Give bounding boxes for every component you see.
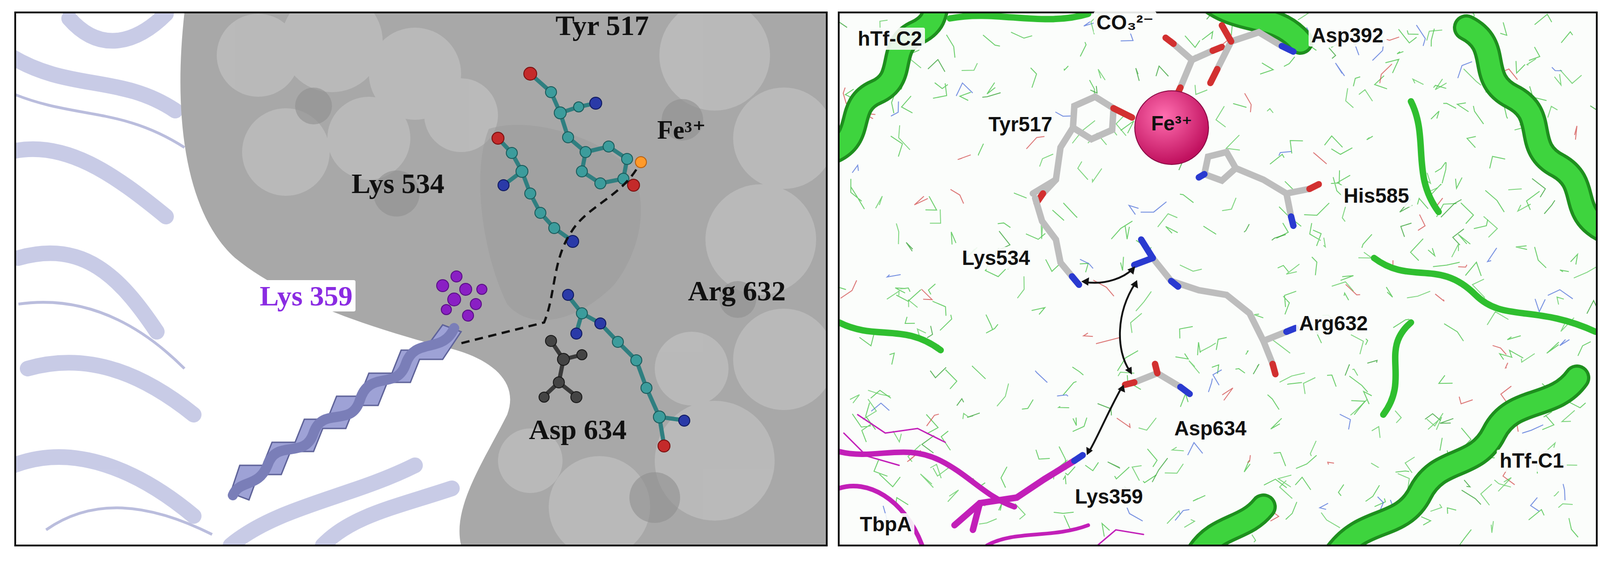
residue-label: Asp 634	[528, 414, 627, 446]
residue-label: Arg 632	[687, 275, 786, 307]
structure-label: Fe³⁺	[1150, 112, 1192, 135]
left-panel-art	[15, 12, 827, 546]
structure-label: His585	[1340, 184, 1412, 208]
structure-label: Asp392	[1308, 24, 1387, 47]
structure-label: Asp634	[1171, 417, 1250, 440]
structure-label: Lys534	[959, 247, 1033, 270]
structure-label: CO₃²⁻	[1093, 11, 1157, 34]
structure-label: Arg632	[1296, 312, 1371, 335]
residue-label: Fe³⁺	[657, 116, 706, 145]
right-panel-art	[838, 12, 1597, 546]
structure-label: Tyr517	[985, 113, 1056, 136]
residue-label: Lys 534	[351, 167, 445, 200]
structure-label: hTf-C1	[1496, 450, 1567, 473]
structure-label: TbpA	[857, 513, 915, 536]
structure-label: hTf-C2	[854, 27, 925, 50]
structure-label: Lys359	[1072, 485, 1146, 509]
residue-label: Lys 359	[256, 280, 356, 312]
residue-label: Tyr 517	[555, 9, 650, 42]
